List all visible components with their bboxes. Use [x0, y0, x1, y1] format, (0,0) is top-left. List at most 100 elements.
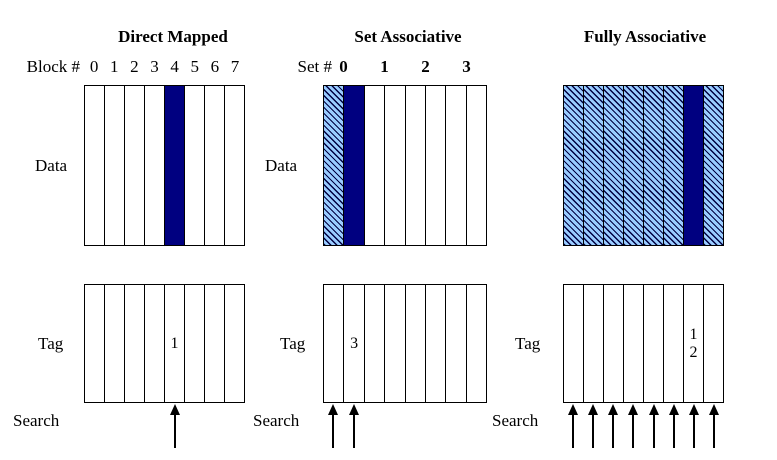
tag-value: 3: [350, 334, 359, 352]
search-arrow-head: [688, 404, 699, 415]
data-block: [145, 86, 165, 245]
index-number: 7: [230, 57, 240, 76]
search-arrow: [587, 404, 599, 448]
search-arrow-head: [648, 404, 659, 415]
data-block: [85, 86, 105, 245]
data-array: [84, 85, 245, 246]
data-block-set-region: [324, 86, 345, 245]
search-arrow-shaft: [652, 412, 655, 448]
tag-cell: [604, 285, 624, 402]
data-block: [446, 86, 467, 245]
data-block-set-region: [564, 86, 584, 245]
search-arrow-shaft: [632, 412, 635, 448]
data-block: [364, 86, 386, 245]
tag-cell: [85, 285, 105, 402]
tag-label: Tag: [280, 333, 306, 353]
data-block-set-region: [604, 86, 624, 245]
panel-title: Fully Associative: [583, 27, 707, 46]
data-block: [466, 86, 486, 245]
search-arrow-head: [568, 404, 579, 415]
data-array: [563, 85, 724, 246]
index-number: 4: [170, 57, 179, 76]
index-number: 6: [210, 57, 220, 76]
data-block-set-region: [664, 86, 684, 245]
tag-cell: [446, 285, 467, 402]
data-block-highlighted: [344, 86, 365, 245]
data-block-highlighted: [684, 86, 704, 245]
data-block: [205, 86, 225, 245]
data-label: Data: [265, 155, 298, 175]
search-arrow-shaft: [672, 412, 675, 448]
data-block-highlighted: [165, 86, 185, 245]
index-number: 3: [462, 57, 471, 76]
tag-label: Tag: [515, 333, 541, 353]
search-arrow-shaft: [692, 412, 695, 448]
search-arrow-shaft: [173, 412, 176, 448]
data-block: [105, 86, 125, 245]
tag-cell: [704, 285, 723, 402]
search-arrow-head: [328, 404, 339, 415]
index-number: 3: [150, 57, 159, 76]
panel-title: Set Associative: [354, 27, 462, 46]
tag-cell: [466, 285, 486, 402]
data-label: Data: [35, 155, 68, 175]
search-arrow-shaft: [332, 412, 335, 448]
search-arrow-shaft: [712, 412, 715, 448]
search-arrow-shaft: [352, 412, 355, 448]
search-arrow: [567, 404, 579, 448]
search-arrow: [708, 404, 720, 448]
tag-cell: [624, 285, 644, 402]
search-arrow: [327, 404, 339, 448]
search-arrow-head: [348, 404, 359, 415]
data-block: [125, 86, 145, 245]
data-block-set-region: [624, 86, 644, 245]
search-arrow: [688, 404, 700, 448]
data-block: [405, 86, 426, 245]
index-number: 0: [89, 57, 99, 76]
tag-cell: [185, 285, 205, 402]
tag-cell: [385, 285, 406, 402]
tag-cell: [125, 285, 145, 402]
search-arrow-head: [169, 404, 180, 415]
tag-cell: 1 2: [684, 285, 704, 402]
index-number: 5: [190, 57, 199, 76]
data-block-set-region: [704, 86, 723, 245]
tag-cell: [205, 285, 225, 402]
search-arrow: [627, 404, 639, 448]
index-row-label: Set #: [297, 57, 332, 76]
search-label: Search: [253, 411, 300, 430]
index-number: 1: [380, 57, 389, 76]
panel-title: Direct Mapped: [118, 27, 228, 46]
index-number: 2: [130, 57, 139, 76]
tag-cell: [644, 285, 664, 402]
search-arrow: [668, 404, 680, 448]
tag-cell: 3: [344, 285, 365, 402]
tag-cell: [584, 285, 604, 402]
tag-cell: [145, 285, 165, 402]
search-label: Search: [13, 411, 60, 430]
tag-value: 1 2: [689, 325, 698, 361]
index-number: 1: [109, 57, 119, 76]
tag-array: 3: [323, 284, 487, 403]
index-number: 0: [339, 57, 348, 76]
search-arrow-head: [628, 404, 639, 415]
tag-array: 1: [84, 284, 245, 403]
search-label: Search: [492, 411, 539, 430]
index-row-label: Block #: [26, 57, 80, 76]
data-array: [323, 85, 487, 246]
tag-cell: [425, 285, 447, 402]
tag-cell: [405, 285, 426, 402]
data-block-set-region: [584, 86, 604, 245]
data-block: [225, 86, 244, 245]
tag-array: 1 2: [563, 284, 724, 403]
tag-cell: [664, 285, 684, 402]
search-arrow-head: [668, 404, 679, 415]
data-block-set-region: [644, 86, 664, 245]
search-arrow: [607, 404, 619, 448]
tag-cell: [564, 285, 584, 402]
search-arrow-shaft: [612, 412, 615, 448]
tag-cell: [105, 285, 125, 402]
